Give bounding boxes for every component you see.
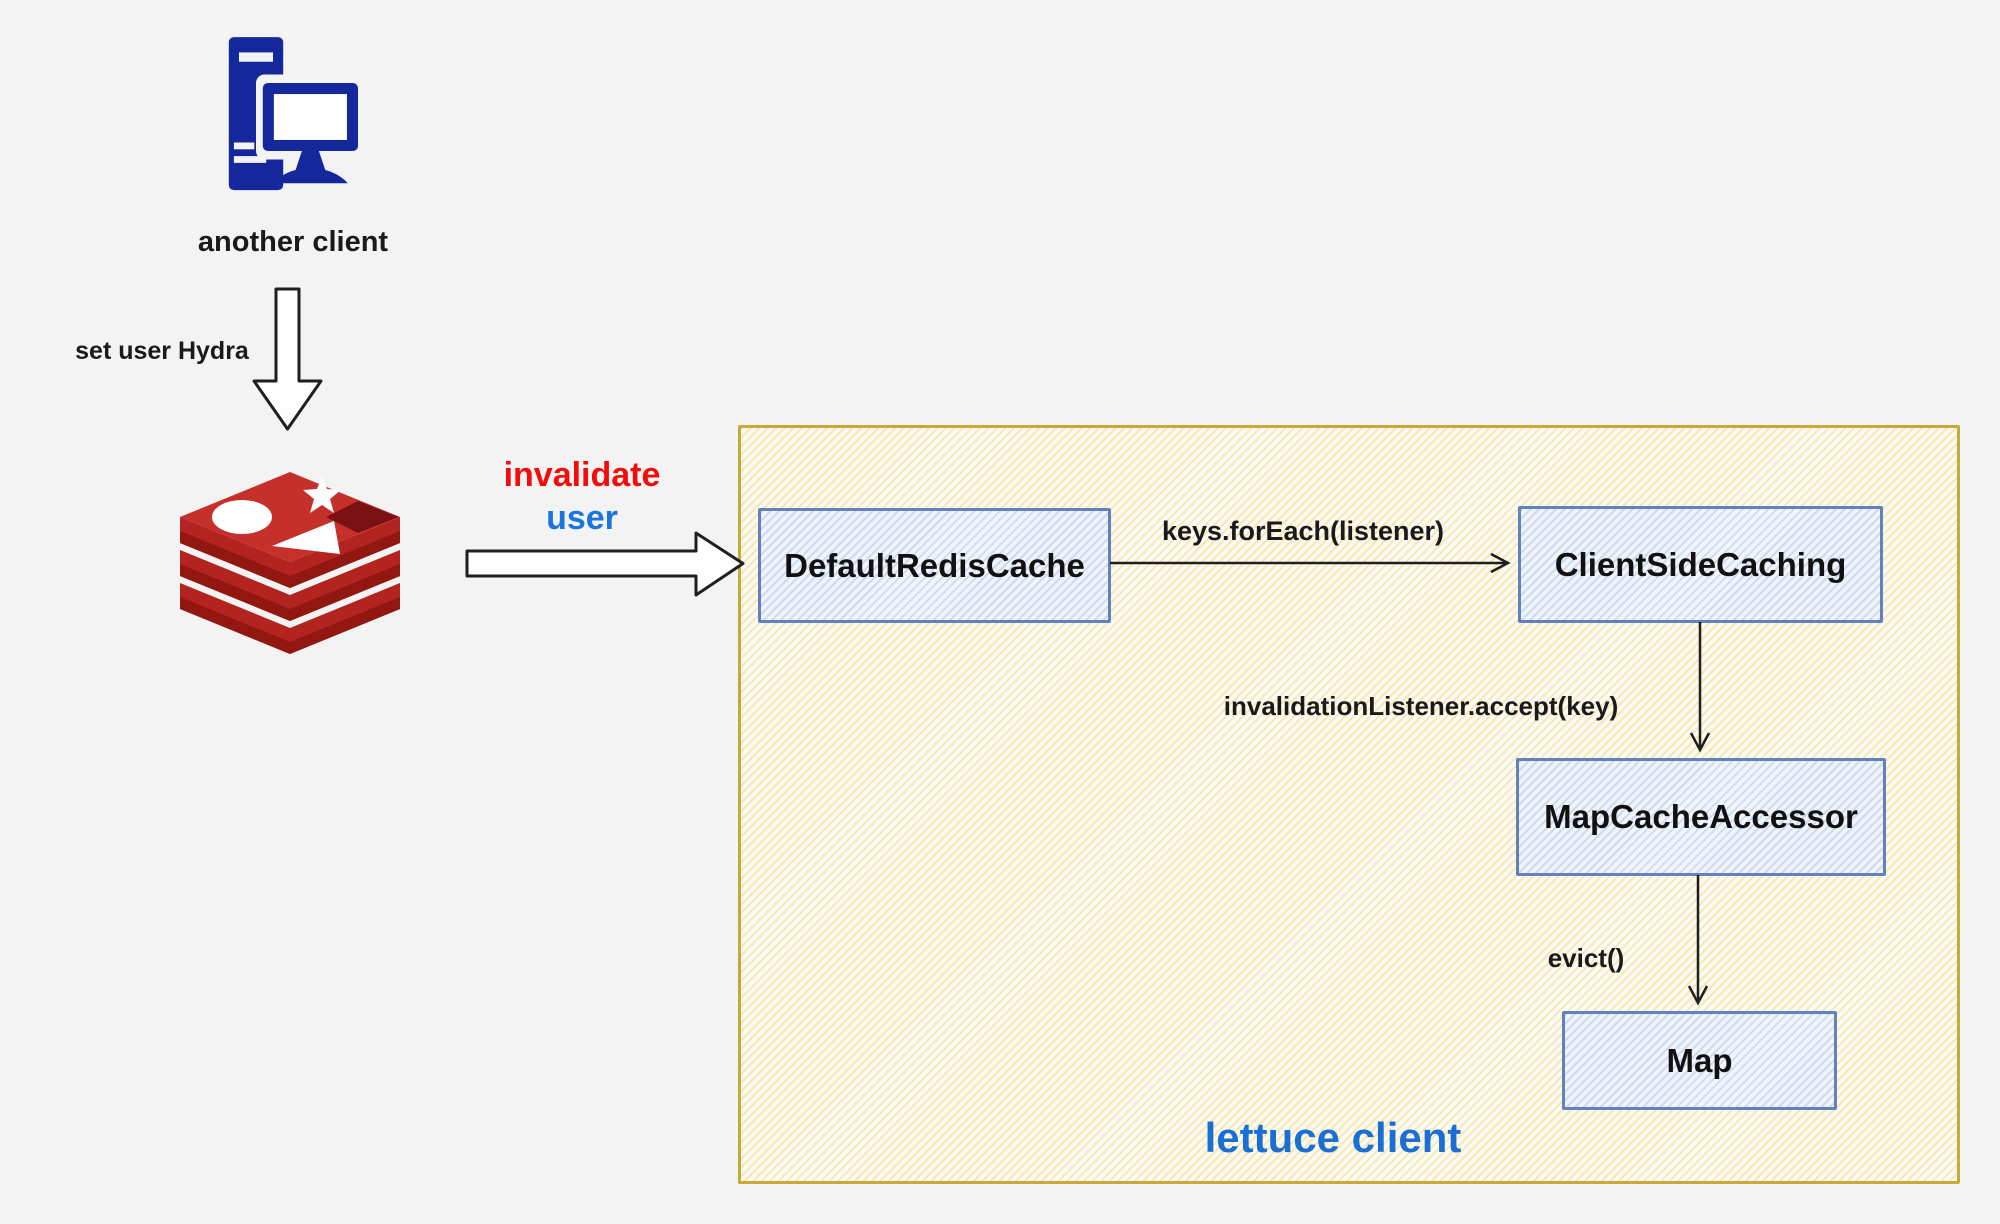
node-map-cache-accessor: MapCacheAccessor (1516, 758, 1886, 876)
set-user-hydra-label: set user Hydra (75, 337, 249, 365)
node-default-redis-cache: DefaultRedisCache (758, 508, 1111, 623)
user-label: user (546, 499, 618, 537)
lettuce-client-title: lettuce client (1204, 1114, 1462, 1161)
invalidate-label: invalidate (503, 456, 661, 494)
down-arrow-icon (252, 287, 323, 431)
node-label: ClientSideCaching (1554, 545, 1847, 583)
redis-icon (180, 472, 400, 654)
node-label: DefaultRedisCache (784, 546, 1085, 584)
another-client-label: another client (197, 226, 389, 258)
lettuce-client-container: DefaultRedisCache ClientSideCaching MapC… (738, 425, 1960, 1184)
node-label: Map (1666, 1041, 1733, 1079)
node-map: Map (1562, 1011, 1837, 1110)
right-arrow-icon (465, 531, 745, 597)
node-client-side-caching: ClientSideCaching (1518, 506, 1883, 623)
edge-label-evict: evict() (1547, 943, 1625, 973)
computer-icon (228, 37, 369, 191)
edge-label-keys-foreach: keys.forEach(listener) (1161, 516, 1445, 546)
node-label: MapCacheAccessor (1544, 798, 1858, 835)
edge-label-invalidation-listener: invalidationListener.accept(key) (1223, 691, 1619, 721)
